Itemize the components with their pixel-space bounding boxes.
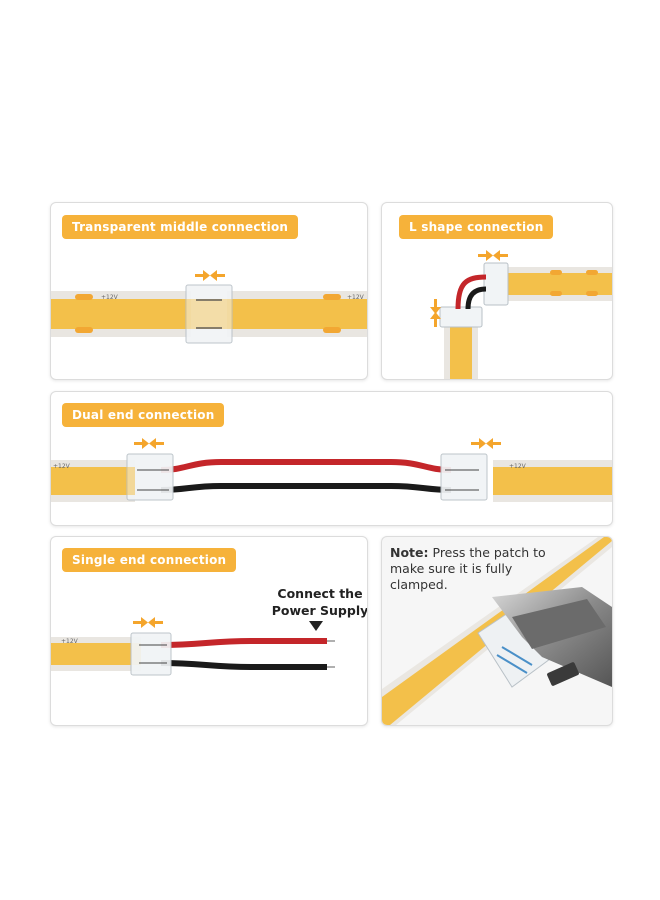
- connector-clip: [439, 306, 483, 328]
- push-arrows-vertical-icon: [430, 299, 441, 327]
- solder-pad: [75, 327, 93, 333]
- wire-black: [160, 660, 327, 670]
- single-end-diagram: +12V: [51, 617, 335, 676]
- connector-clip-right: [440, 453, 488, 501]
- wire-black: [465, 286, 487, 310]
- panel-title: Transparent middle connection: [62, 215, 299, 239]
- led-strip-core-right: [227, 299, 367, 329]
- push-arrows-icon: [133, 617, 163, 628]
- panel-single-end: Single end connection Connect the Power …: [50, 536, 368, 726]
- wire-black: [160, 483, 452, 493]
- note-body: Press the patch to make sure it is fully…: [390, 545, 546, 592]
- led-strip-core-left: [51, 299, 191, 329]
- panel-l-shape: L shape connection: [381, 202, 613, 380]
- connector-core: [186, 299, 232, 329]
- transparent-diagram: +12V +12V: [51, 270, 367, 344]
- push-arrows-horizontal-icon: [478, 250, 508, 261]
- dual-end-diagram: +12V +12V: [51, 438, 612, 502]
- push-arrows-left-icon: [134, 438, 164, 449]
- solder-pad: [75, 294, 93, 300]
- note-text: Note: Press the patch to make sure it is…: [390, 545, 550, 593]
- l-shape-diagram: [430, 250, 612, 379]
- panel-transparent-middle: Transparent middle connection +12V +12V: [50, 202, 368, 380]
- power-supply-line2: Power Supply: [271, 603, 368, 618]
- wire-red: [160, 638, 327, 648]
- wire-red: [160, 459, 452, 473]
- panel-title: Dual end connection: [62, 403, 225, 427]
- panel-title: Single end connection: [62, 548, 237, 572]
- connector-clip: [483, 262, 509, 306]
- strip-label: +12V: [509, 463, 527, 470]
- wire-red: [455, 274, 487, 310]
- panel-title: L shape connection: [399, 215, 554, 239]
- solder-pad: [323, 294, 341, 300]
- panel-dual-end: Dual end connection +12V +12V: [50, 391, 613, 526]
- pointer-triangle-icon: [309, 621, 323, 631]
- panel-note: Note: Press the patch to make sure it is…: [381, 536, 613, 726]
- strip-label: +12V: [53, 463, 71, 470]
- push-arrows-right-icon: [471, 438, 501, 449]
- power-supply-label: Connect the Power Supply: [265, 585, 368, 619]
- strip-label: +12V: [61, 638, 79, 645]
- connector-clip: [130, 632, 172, 676]
- clamp-photo: [382, 537, 612, 725]
- strip-label: +12V: [347, 294, 365, 301]
- strip-label: +12V: [101, 294, 119, 301]
- solder-pad: [323, 327, 341, 333]
- push-arrows-icon: [195, 270, 225, 281]
- power-supply-line1: Connect the: [277, 586, 363, 601]
- note-label: Note:: [390, 545, 429, 560]
